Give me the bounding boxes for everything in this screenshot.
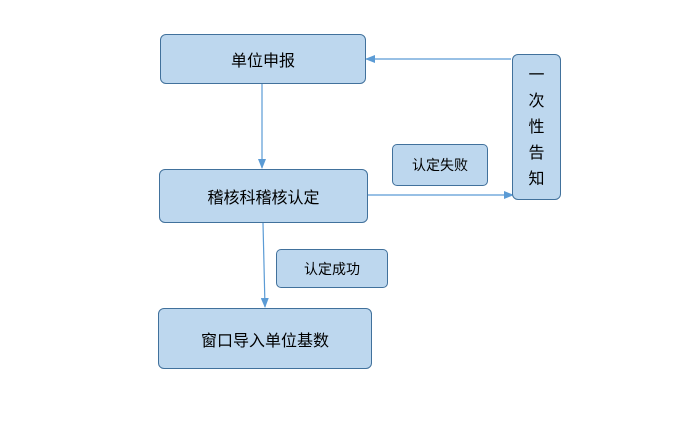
node-window-import-label: 窗口导入单位基数 [200, 330, 329, 350]
label-success-text: 认定成功 [304, 261, 360, 278]
node-notify-once-char: 性 [528, 117, 545, 136]
node-notify-once-char: 知 [528, 169, 545, 188]
node-notify-once-char: 一 [528, 65, 545, 84]
node-notify-once-char: 次 [528, 91, 545, 110]
label-fail-text: 认定失败 [412, 158, 468, 174]
label-fail: 认定失败 [392, 144, 488, 186]
node-window-import: 窗口导入单位基数 [158, 308, 372, 369]
node-unit-report-label: 单位申报 [230, 51, 295, 70]
label-success: 认定成功 [276, 249, 388, 288]
node-notify-once-label: 一次性告知 [528, 62, 544, 192]
node-notify-once-char: 告 [528, 143, 545, 162]
arrow-audit-to-import [260, 222, 269, 308]
node-notify-once: 一次性告知 [512, 54, 561, 200]
node-audit-review-label: 稽核科稽核认定 [207, 188, 320, 207]
node-audit-review: 稽核科稽核认定 [159, 169, 368, 223]
node-unit-report: 单位申报 [160, 34, 366, 84]
